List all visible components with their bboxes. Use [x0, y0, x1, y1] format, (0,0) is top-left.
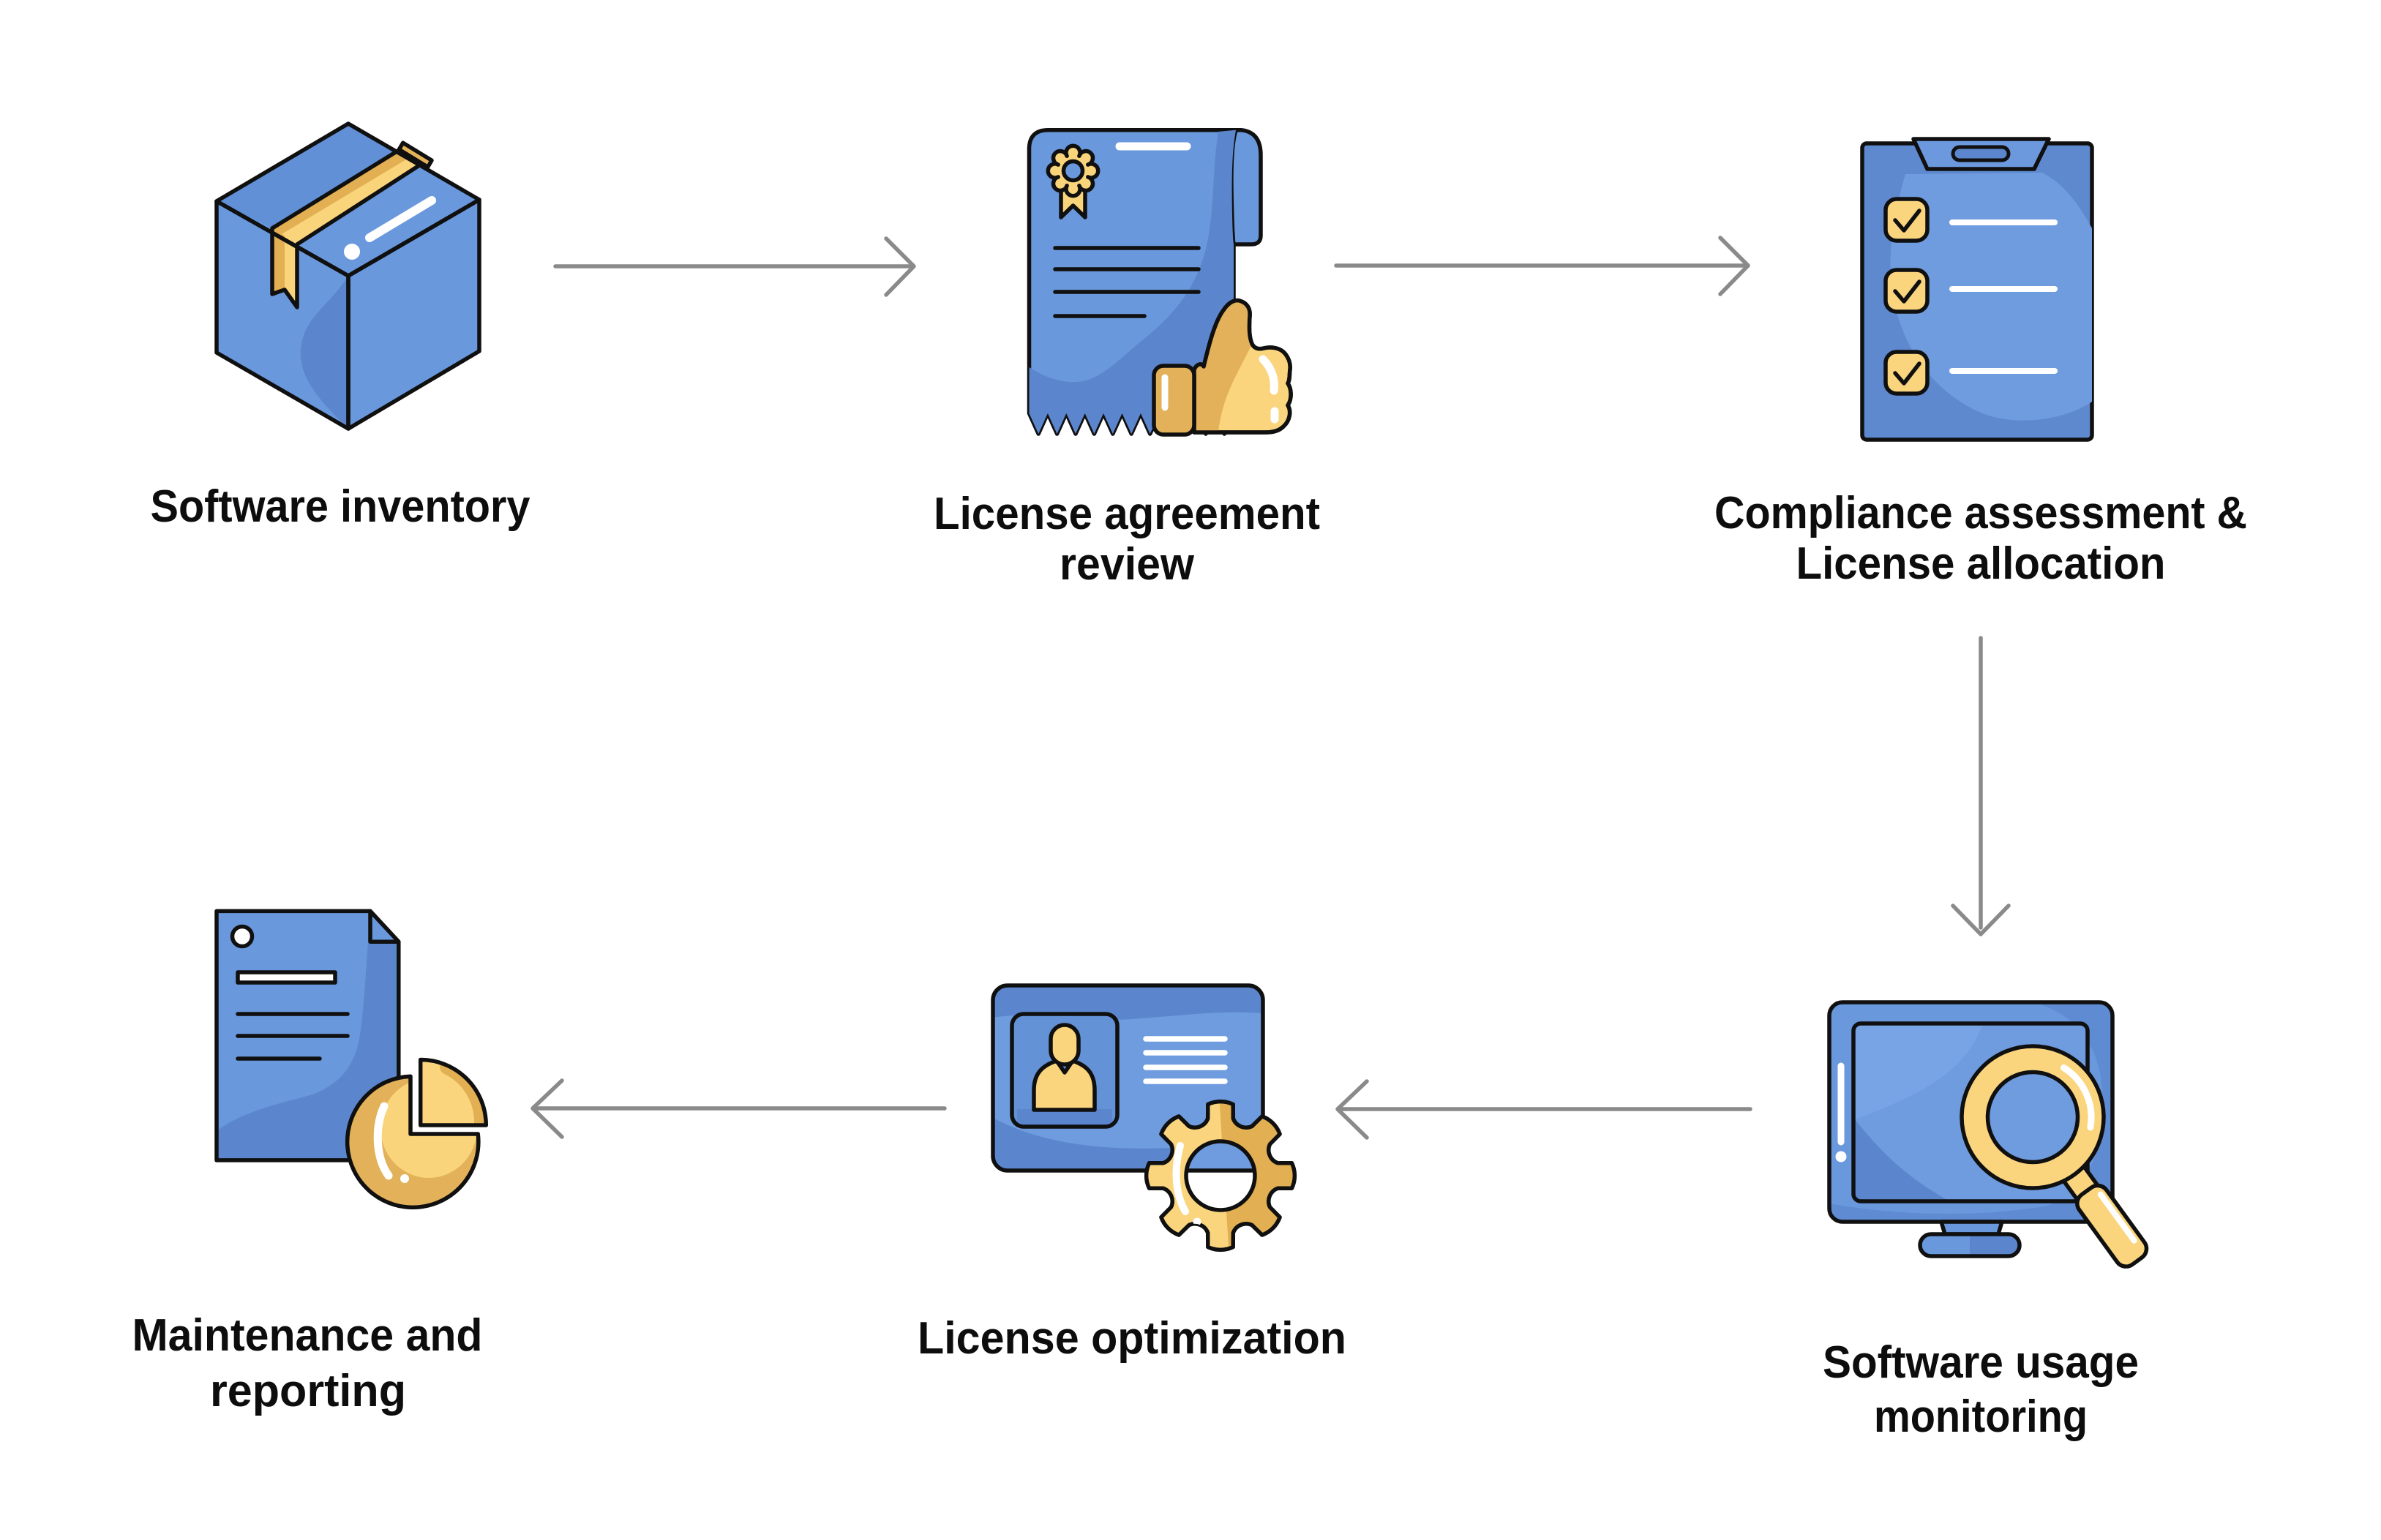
svg-text:review: review: [1060, 539, 1195, 590]
svg-text:License allocation: License allocation: [1796, 538, 2166, 589]
svg-text:reporting: reporting: [210, 1366, 406, 1416]
svg-text:Software inventory: Software inventory: [151, 481, 530, 532]
svg-text:Compliance assessment &: Compliance assessment &: [1714, 488, 2247, 538]
svg-text:monitoring: monitoring: [1874, 1391, 2088, 1442]
svg-text:License optimization: License optimization: [918, 1313, 1346, 1364]
svg-text:Maintenance and: Maintenance and: [132, 1310, 483, 1361]
svg-text:License agreement: License agreement: [934, 489, 1320, 539]
svg-text:Software usage: Software usage: [1823, 1337, 2139, 1388]
